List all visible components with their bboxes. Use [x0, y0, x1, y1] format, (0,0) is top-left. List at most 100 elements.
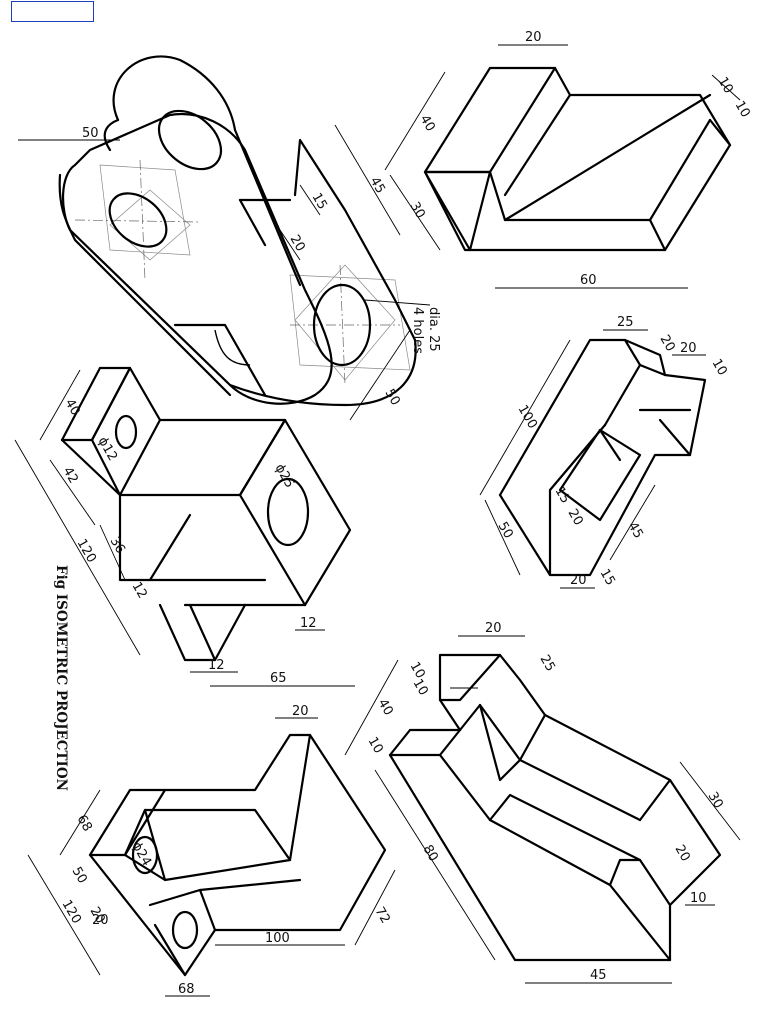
edge	[438, 653, 502, 702]
face	[388, 728, 462, 757]
face	[88, 788, 167, 857]
note-line: 4 holes	[410, 307, 425, 354]
construction-box	[289, 274, 411, 371]
dim-label: 36	[107, 535, 128, 557]
dim-label: 68	[74, 813, 95, 835]
dim-label: 20	[657, 333, 678, 355]
construction-rhombus	[294, 264, 396, 381]
dimension-line	[14, 439, 141, 656]
top-lug-edge	[112, 55, 302, 287]
dimension-line	[384, 71, 446, 171]
dim-label: 12	[300, 616, 317, 631]
dimension-line	[99, 524, 126, 581]
dim-label: 10	[690, 891, 707, 906]
dimension-line	[59, 789, 101, 856]
outline	[388, 653, 722, 962]
note-line: dia. 25	[426, 307, 441, 352]
dim-label: 80	[420, 843, 441, 865]
object-c-bracket: 40 42 120 36 12 12 12 65 ϕ12 ϕ25	[14, 366, 355, 687]
object-d-slotted-frame: 25 20 20 10 100 50 15 20 45 20 15	[479, 315, 730, 589]
edge	[518, 758, 642, 822]
dimension-line	[389, 174, 441, 251]
dimension-line	[484, 499, 521, 576]
edge	[458, 703, 547, 762]
edge	[288, 733, 312, 862]
face	[123, 808, 292, 882]
front-lug-outline	[61, 112, 333, 405]
object-a-clevis: 50 45 15 20 50 dia. 25 4 holes	[18, 55, 441, 421]
hole-ellipse	[312, 283, 372, 367]
dim-label: 15	[309, 191, 330, 213]
edge	[198, 888, 217, 932]
edge	[158, 603, 247, 662]
dim-label: 20	[292, 704, 309, 719]
slot-face	[558, 428, 642, 522]
dim-label: 10	[407, 660, 428, 682]
hole-ellipse	[114, 414, 138, 450]
edge	[658, 418, 692, 457]
base-outline	[228, 138, 417, 407]
dimension-line	[279, 229, 301, 261]
dim-label: 120	[74, 537, 99, 566]
edge	[503, 93, 712, 222]
edge	[648, 218, 667, 252]
dim-label: 40	[375, 697, 396, 719]
dimension-line	[344, 659, 399, 756]
dim-label: 45	[590, 968, 607, 983]
face	[423, 66, 557, 174]
dimension-line	[711, 74, 741, 101]
edge	[478, 703, 522, 782]
dimension-line	[39, 369, 81, 441]
edge	[488, 118, 712, 222]
dim-label: 50	[82, 126, 99, 141]
dim-label: 45	[625, 520, 646, 542]
edge	[638, 363, 667, 377]
slot-edge	[238, 198, 267, 247]
dimension-line	[299, 184, 321, 216]
edge	[438, 753, 672, 907]
outline	[498, 338, 707, 577]
edge	[488, 818, 642, 887]
dim-label: 10	[410, 677, 431, 699]
dim-label: 40	[417, 113, 438, 135]
dim-label: 65	[270, 671, 287, 686]
outline	[423, 66, 732, 252]
dim-label: 20	[485, 621, 502, 636]
dimension-line	[354, 869, 396, 946]
hole-ellipse	[108, 192, 168, 248]
dim-label: 45	[367, 175, 388, 197]
dim-label: 100	[515, 403, 540, 432]
dim-label: 20	[525, 30, 542, 45]
slot-edge	[214, 329, 251, 366]
dim-label: 60	[580, 273, 597, 288]
dim-label: 50	[495, 520, 516, 542]
dim-label: 72	[372, 905, 393, 927]
dim-label: 20	[87, 905, 108, 927]
dim-label: 50	[382, 387, 403, 409]
dimension-line	[679, 761, 741, 841]
center-line	[139, 159, 146, 281]
dim-label: 42	[60, 465, 81, 487]
dim-label: 15	[597, 567, 618, 589]
object-f-stepped-rail: 20 25 10 10 40 10 80 30 20 10 45	[344, 621, 741, 984]
hole-ellipse	[131, 835, 159, 875]
dimension-line	[49, 459, 96, 526]
dim-label: 12	[208, 658, 225, 673]
dimension-line	[334, 124, 401, 236]
hole-ellipse	[171, 910, 199, 950]
dim-label: 20	[565, 507, 586, 529]
hole-ellipse	[157, 109, 223, 171]
edge	[638, 778, 672, 822]
dim-label: 68	[178, 982, 195, 997]
dim-label: 30	[705, 790, 726, 812]
hole-ellipse	[266, 477, 310, 547]
dimension-line	[349, 329, 411, 421]
construction-rhombus	[109, 189, 191, 261]
dimension-line	[374, 769, 496, 961]
center-line	[74, 219, 201, 223]
dim-label: 30	[407, 200, 428, 222]
edge	[598, 428, 622, 462]
dimension-line	[27, 854, 101, 976]
dim-label: 10	[732, 99, 753, 121]
dim-label: 50	[69, 865, 90, 887]
